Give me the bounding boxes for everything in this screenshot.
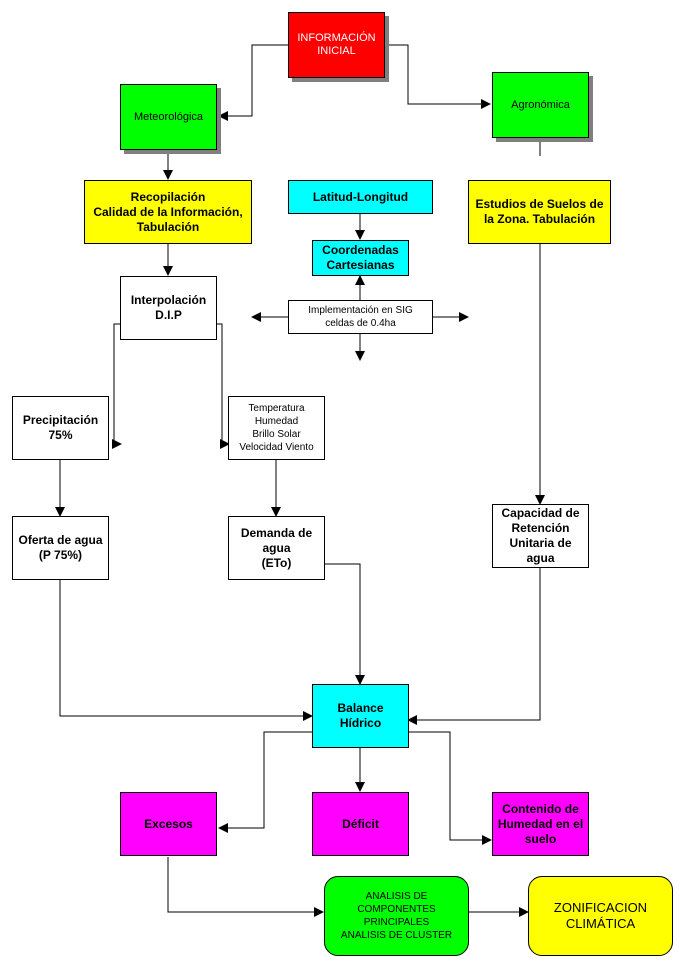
precipitacion-box: Precipitación 75% bbox=[12, 396, 109, 460]
coordenadas-box: Coordenadas Cartesianas bbox=[312, 240, 409, 276]
zonificacion-box: ZONIFICACION CLIMÁTICA bbox=[528, 876, 673, 956]
connector-oferta-balance bbox=[59, 580, 313, 721]
connector-excesos-analisis bbox=[167, 857, 324, 917]
contenido-humedad-box: Contenido de Humedad en el suelo bbox=[492, 792, 589, 856]
connector-interpolacion-clima bbox=[216, 323, 230, 449]
connector-interpolacion-precipitacion bbox=[112, 323, 122, 449]
analisis-box: ANALISIS DE COMPONENTES PRINCIPALES ANAL… bbox=[324, 876, 469, 956]
latitud-longitud-box: Latitud-Longitud bbox=[288, 180, 433, 214]
estudios-suelos-box: Estudios de Suelos de la Zona. Tabulació… bbox=[468, 180, 611, 244]
meteorologica-box: Meteorológica bbox=[120, 84, 217, 150]
recopilacion-box: Recopilación Calidad de la Información, … bbox=[84, 180, 252, 244]
variables-clima-box: Temperatura Humedad Brillo Solar Velocid… bbox=[228, 396, 325, 460]
implementacion-sig-box: Implementación en SIG celdas de 0.4ha bbox=[288, 300, 433, 334]
connector-balance-contenido bbox=[408, 731, 492, 845]
oferta-agua-box: Oferta de agua (P 75%) bbox=[12, 516, 109, 580]
capacidad-retencion-box: Capacidad de Retención Unitaria de agua bbox=[492, 504, 589, 568]
balance-hidrico-box: Balance Hídrico bbox=[312, 684, 409, 748]
connector-demanda-balance bbox=[324, 563, 365, 685]
connector-capacidad-balance bbox=[407, 568, 541, 725]
interpolacion-box: Interpolación D.I.P bbox=[120, 276, 217, 340]
excesos-box: Excesos bbox=[120, 792, 217, 856]
demanda-agua-box: Demanda de agua (ETo) bbox=[228, 516, 325, 580]
deficit-box: Déficit bbox=[312, 792, 409, 856]
connector-inicial-agronomica bbox=[385, 44, 491, 109]
connector-inicial-meteorologica bbox=[218, 44, 288, 121]
connector-balance-excesos bbox=[218, 731, 312, 833]
agronomica-box: Agronómica bbox=[492, 72, 589, 138]
informacion-inicial-box: INFORMACIÓN INICIAL bbox=[288, 12, 385, 78]
